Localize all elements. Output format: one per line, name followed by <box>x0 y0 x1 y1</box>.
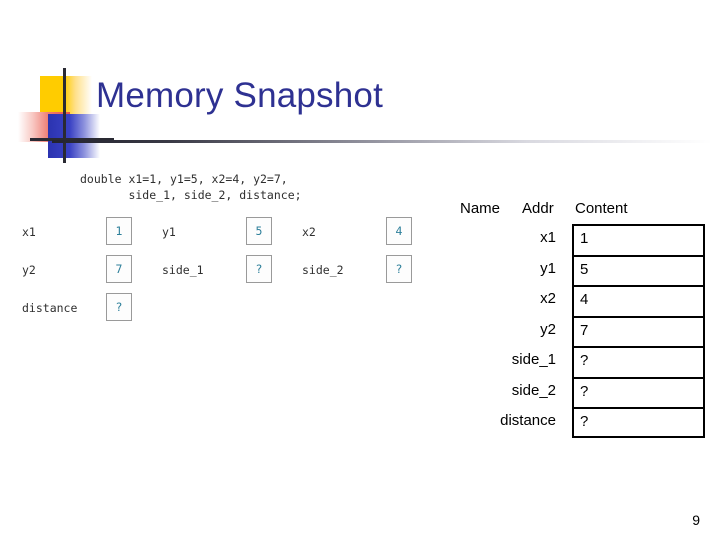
cell-content-value: 1 <box>580 230 589 247</box>
variable-row: distance ? <box>22 293 422 331</box>
variable-value-box: 7 <box>106 255 132 283</box>
page-title: Memory Snapshot <box>96 76 384 115</box>
cell-content-value: ? <box>580 382 589 400</box>
variable-row: y2 7 side_1 ? side_2 ? <box>22 255 422 293</box>
cell-name: x1 <box>540 229 556 246</box>
variable-label: x2 <box>302 225 316 239</box>
cell-name: x2 <box>540 290 556 307</box>
variable-row: x1 1 y1 5 x2 4 <box>22 217 422 255</box>
variable-cell-side-1: side_1 ? <box>162 255 292 289</box>
cell-content: 4 <box>572 285 705 316</box>
cell-content: ? <box>572 376 705 407</box>
variable-value-box: ? <box>106 293 132 321</box>
variable-cell-x1: x1 1 <box>22 217 152 251</box>
variable-value: 5 <box>255 224 263 238</box>
variable-value: ? <box>395 262 403 276</box>
variable-label: side_1 <box>162 263 204 277</box>
title-divider <box>52 140 712 143</box>
cell-content: 7 <box>572 315 705 346</box>
column-header-name: Name <box>460 200 501 217</box>
variable-label: side_2 <box>302 263 344 277</box>
logo-yellow-square <box>40 76 92 118</box>
logo-vertical-line <box>63 68 66 163</box>
variable-label: distance <box>22 301 78 315</box>
variable-value-box: 5 <box>246 217 272 245</box>
memory-diagram-figure: double x1=1, y1=5, x2=4, y2=7, side_1, s… <box>0 165 430 345</box>
variable-cell-x2: x2 4 <box>302 217 432 251</box>
code-line-2: side_1, side_2, distance; <box>80 188 302 202</box>
variable-value-box: ? <box>246 255 272 283</box>
column-header-addr: Addr <box>522 200 554 217</box>
variable-box-grid: x1 1 y1 5 x2 4 y2 7 <box>22 217 422 331</box>
code-line-1: double x1=1, y1=5, x2=4, y2=7, <box>80 172 288 186</box>
decorative-design-logo <box>18 68 114 163</box>
variable-value: ? <box>255 262 263 276</box>
variable-label: y1 <box>162 225 176 239</box>
variable-label: x1 <box>22 225 36 239</box>
variable-cell-distance: distance ? <box>22 293 152 327</box>
slide-header: Memory Snapshot <box>0 0 720 165</box>
cell-content: 5 <box>572 254 705 285</box>
cell-content-value: 5 <box>580 260 589 278</box>
cell-content: ? <box>572 407 705 438</box>
cell-name: y2 <box>540 320 556 338</box>
logo-horizontal-line <box>30 138 114 141</box>
cell-name: y1 <box>540 259 556 277</box>
variable-cell-y2: y2 7 <box>22 255 152 289</box>
page-number: 9 <box>692 512 700 528</box>
cell-name: side_1 <box>511 351 556 368</box>
cell-content: ? <box>572 346 705 377</box>
cell-content-value: ? <box>580 352 589 369</box>
variable-value: 4 <box>395 224 403 238</box>
variable-cell-side-2: side_2 ? <box>302 255 432 289</box>
variable-value-box: 1 <box>106 217 132 245</box>
variable-value-box: 4 <box>386 217 412 245</box>
cell-content-value: 7 <box>580 321 589 339</box>
variable-value-box: ? <box>386 255 412 283</box>
cell-content: 1 <box>572 224 705 255</box>
variable-value: 1 <box>115 224 123 238</box>
cell-name: distance <box>500 412 556 429</box>
cell-content-value: ? <box>580 413 589 430</box>
variable-label: y2 <box>22 263 36 277</box>
cell-name: side_2 <box>511 381 556 399</box>
variable-value: ? <box>115 300 123 314</box>
variable-value: 7 <box>115 262 123 276</box>
column-header-content: Content <box>575 200 628 217</box>
logo-blue-square <box>48 114 100 158</box>
cell-content-value: 4 <box>580 291 589 308</box>
variable-cell-y1: y1 5 <box>162 217 292 251</box>
declaration-code-block: double x1=1, y1=5, x2=4, y2=7, side_1, s… <box>80 171 302 203</box>
